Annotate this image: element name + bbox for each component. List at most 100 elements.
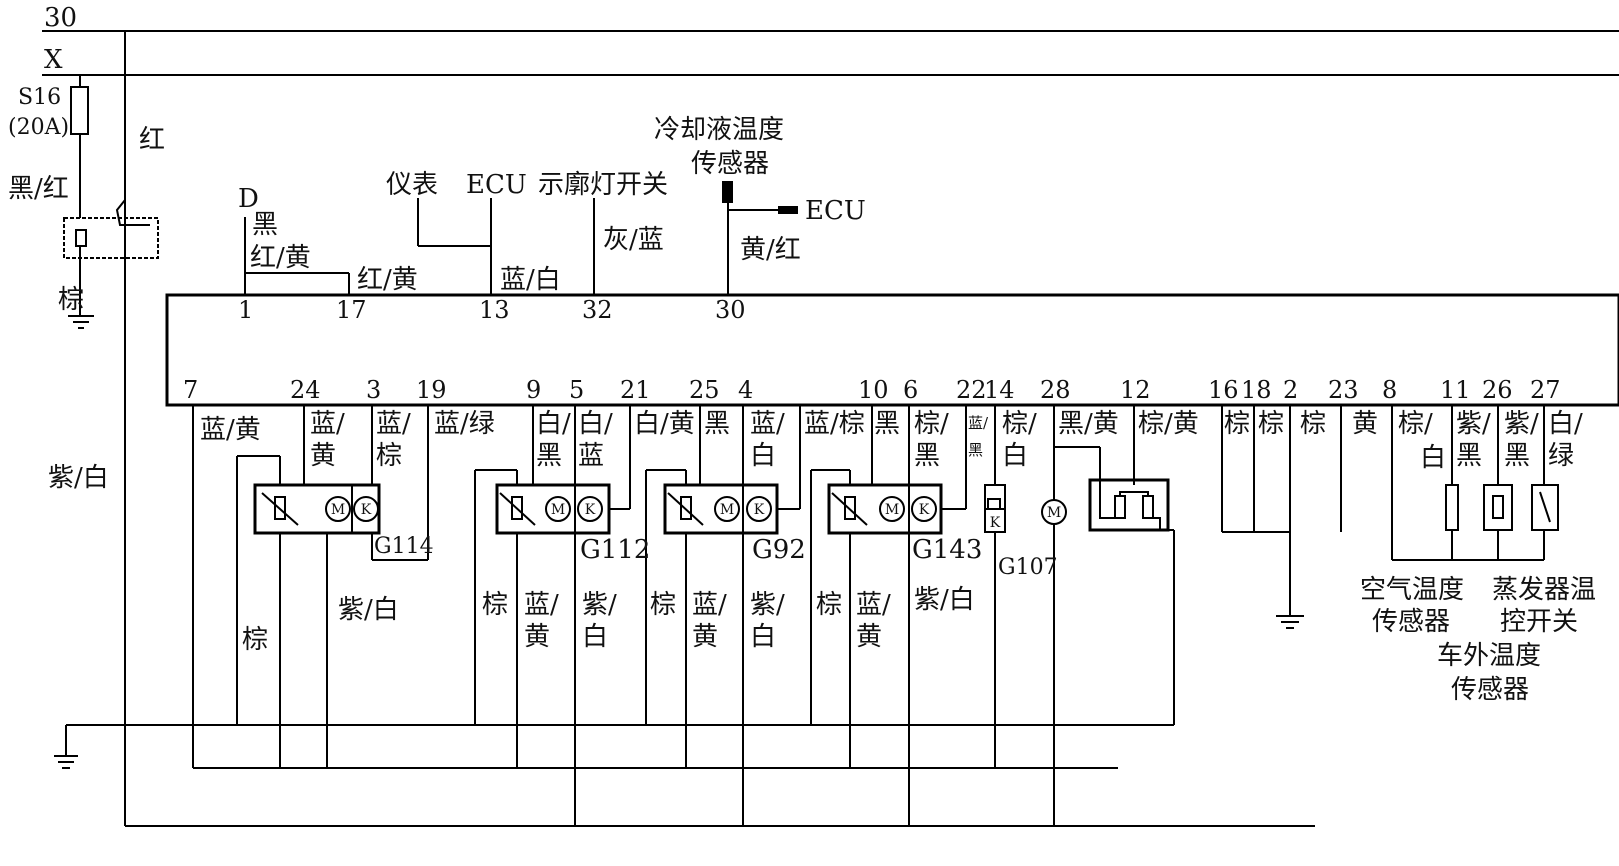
label-pin11-purple: 紫/ [1456, 409, 1491, 439]
label-g112-white: 白 [582, 622, 608, 652]
label-pin16-brown: 棕 [1224, 409, 1250, 439]
label-yellow-red: 黄/红 [740, 235, 801, 265]
g92-k-letter: K [754, 502, 765, 518]
label-g143-blue: 蓝/ [856, 590, 891, 620]
label-pin5-blue: 蓝 [578, 441, 604, 471]
g92-motor-icon [714, 496, 740, 522]
ecu-connector-block [778, 206, 798, 214]
label-marker-lamp-switch: 示廓灯开关 [538, 170, 668, 200]
pin-bottom-27: 27 [1530, 376, 1561, 404]
resistor-1 [1114, 495, 1126, 519]
g112-k-icon [577, 496, 603, 522]
label-g143-brown: 棕 [816, 590, 842, 620]
pin-bottom-23: 23 [1328, 376, 1359, 404]
pin-bottom-28: 28 [1040, 376, 1071, 404]
label-g92-blue: 蓝/ [692, 590, 727, 620]
pin-top-30: 30 [715, 296, 746, 324]
label-g112-brown: 棕 [482, 590, 508, 620]
pin-bottom-14: 14 [984, 376, 1015, 404]
label-pin22-black: 黑 [968, 441, 983, 459]
g92-motor-letter: M [720, 502, 734, 518]
label-pin8-brown: 棕/ [1398, 409, 1433, 439]
g114-k-letter: K [361, 502, 372, 518]
label-pin26-purple: 紫/ [1504, 409, 1539, 439]
label-air-temp-2: 传感器 [1372, 607, 1450, 637]
pin-top-1: 1 [238, 296, 253, 324]
g114-k-icon [353, 496, 379, 522]
label-g114-brown: 棕 [242, 625, 268, 655]
label-pin27-white: 白/ [1548, 409, 1583, 439]
label-pin10-black: 黑 [874, 409, 900, 439]
pin-top-32: 32 [582, 296, 613, 324]
g112-k-letter: K [585, 502, 596, 518]
label-outside-2: 传感器 [1451, 675, 1529, 705]
rail-30-label: 30 [44, 3, 77, 33]
g92-pot-arrow [667, 492, 704, 526]
wire-label-brown-left: 棕 [58, 285, 84, 315]
g143-pot-arrow [831, 492, 868, 526]
relay-switch [115, 190, 150, 226]
pin-bottom-4: 4 [738, 376, 753, 404]
label-pin7-blue-yellow: 蓝/黄 [200, 415, 261, 445]
pin-bottom-2: 2 [1283, 376, 1298, 404]
label-pin6-brown: 棕/ [914, 409, 949, 439]
label-pin11-black: 黑 [1456, 441, 1482, 471]
label-pin21-white-yellow: 白/黄 [634, 409, 695, 439]
g112-motor-icon [545, 496, 571, 522]
label-pin2-brown: 棕 [1300, 409, 1326, 439]
pin-top-13: 13 [479, 296, 510, 324]
climate-control-unit [165, 293, 1619, 407]
actuator-symbols [325, 496, 937, 522]
label-pin24-yellow: 黄 [310, 441, 336, 471]
resistor-2 [1142, 495, 1154, 519]
pin-bottom-3: 3 [366, 376, 381, 404]
g114-motor-icon [325, 496, 351, 522]
pin-bottom-10: 10 [858, 376, 889, 404]
g107-sensor-shape [987, 498, 1001, 510]
wire-label-black-red: 黑/红 [8, 174, 69, 204]
label-coolant-sensor-1: 冷却液温度 [654, 115, 784, 145]
label-g92-purple: 紫/ [750, 590, 785, 620]
label-pin4-white: 白 [750, 441, 776, 471]
label-pin25-black: 黑 [704, 409, 730, 439]
label-blue-brown: 蓝/棕 [804, 409, 865, 439]
g143-motor-icon [879, 496, 905, 522]
relay-coil [75, 229, 87, 247]
label-evap-2: 控开关 [1500, 607, 1578, 637]
wire-label-purple-white-left: 紫/白 [48, 463, 109, 493]
g143-k-letter: K [919, 502, 930, 518]
pin-bottom-6: 6 [903, 376, 918, 404]
label-g114-purple-white: 紫/白 [338, 595, 399, 625]
pin-bottom-25: 25 [689, 376, 720, 404]
pin-bottom-19: 19 [416, 376, 447, 404]
label-g92-yellow: 黄 [692, 622, 718, 652]
pin-bottom-12: 12 [1120, 376, 1151, 404]
g143-k-icon [911, 496, 937, 522]
label-pin9-black: 黑 [536, 441, 562, 471]
g143-motor-letter: M [885, 502, 899, 518]
label-coolant-sensor-2: 传感器 [691, 149, 769, 179]
label-g112: G112 [580, 535, 650, 565]
label-evap-1: 蒸发器温 [1492, 575, 1596, 605]
pin-bottom-5: 5 [569, 376, 584, 404]
label-red-yellow-b: 红/黄 [357, 265, 418, 295]
label-g92: G92 [752, 535, 806, 565]
pin-bottom-16: 16 [1208, 376, 1239, 404]
pin-bottom-9: 9 [526, 376, 541, 404]
label-g143: G143 [912, 535, 982, 565]
air-temp-sensor [1445, 484, 1459, 531]
g112-potentiometer [511, 496, 523, 520]
label-ecu-top: ECU [466, 170, 527, 200]
label-g114: G114 [374, 534, 434, 559]
label-pin14-white: 白 [1002, 441, 1028, 471]
label-pin3-blue: 蓝/ [376, 409, 411, 439]
label-outside-1: 车外温度 [1437, 641, 1541, 671]
label-pin5-white: 白/ [578, 409, 613, 439]
pin-bottom-7: 7 [183, 376, 198, 404]
g143-potentiometer [844, 496, 856, 520]
label-g112-yellow: 黄 [524, 622, 550, 652]
evaporator-switch [1539, 491, 1551, 523]
label-g143-yellow: 黄 [856, 622, 882, 652]
resistor-block [1088, 478, 1170, 532]
label-d: D [238, 184, 259, 214]
